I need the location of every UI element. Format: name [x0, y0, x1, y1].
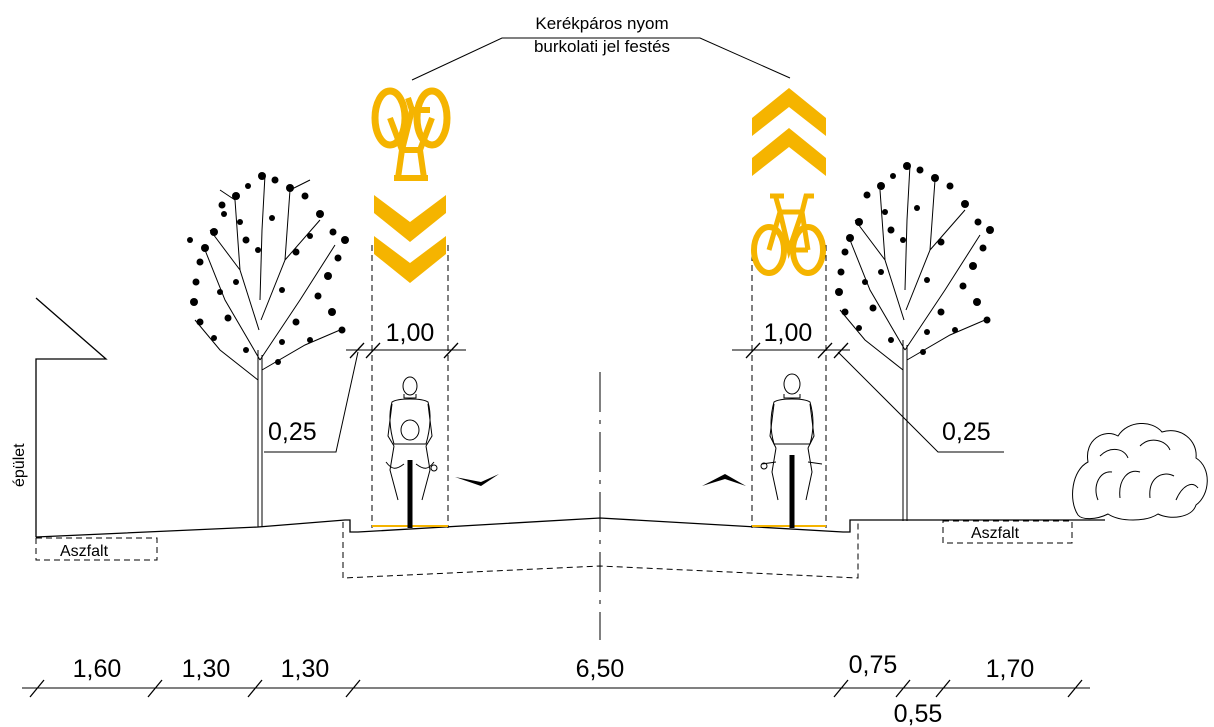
direction-arrow-down-icon [455, 474, 499, 486]
ground-profile: Aszfalt Aszfalt [35, 517, 1105, 579]
cyclist-right-icon [760, 373, 823, 528]
building-outline: épület [11, 297, 108, 537]
dimension-label-1-00-left: 1,00 [386, 319, 435, 347]
bush-icon [1072, 423, 1208, 521]
bike-lane-right [751, 88, 827, 528]
tree-right-icon [835, 162, 994, 521]
bicycle-marking-right-icon [751, 193, 826, 276]
bike-lane-left [371, 87, 451, 528]
direction-arrow-up-icon [702, 474, 746, 486]
asphalt-left-box [35, 537, 158, 561]
chevron-up-marking-2 [752, 128, 826, 176]
asphalt-left-label: Aszfalt [60, 543, 109, 560]
dimension-label-1-00-right: 1,00 [764, 319, 813, 347]
dimension-label-1-60: 1,60 [73, 655, 122, 683]
dimension-label-0-25-right: 0,25 [942, 418, 991, 446]
annotation-leader-line [411, 37, 791, 81]
dimension-label-6-50: 6,50 [576, 655, 625, 683]
cyclist-left-icon [385, 376, 438, 528]
dimension-marking-left: 1,00 0,25 [264, 319, 466, 453]
dimension-label-0-75: 0,75 [849, 651, 898, 679]
dimension-marking-right: 1,00 0,25 [732, 319, 1004, 453]
chevron-down-marking-2 [374, 236, 446, 283]
asphalt-right-label: Aszfalt [971, 525, 1020, 542]
dimension-label-1-30-b: 1,30 [281, 655, 330, 683]
building-label: épület [11, 443, 28, 487]
chevron-up-marking-1 [752, 88, 826, 136]
annotation-line-2: burkolati jel festés [534, 37, 670, 56]
dimension-label-1-70: 1,70 [986, 655, 1035, 683]
marking-annotation: Kerékpáros nyom burkolati jel festés [411, 14, 791, 81]
dimension-label-1-30-a: 1,30 [182, 655, 231, 683]
asphalt-right-box [942, 520, 1073, 544]
bicycle-marking-left-icon [371, 87, 451, 181]
tree-left-icon [187, 172, 349, 527]
dimension-label-0-55: 0,55 [894, 700, 943, 727]
dimension-label-0-25-left: 0,25 [268, 418, 317, 446]
annotation-line-1: Kerékpáros nyom [535, 14, 668, 33]
chevron-down-marking-1 [374, 195, 446, 242]
bottom-dimension-chain: 1,60 1,30 1,30 6,50 0,75 0,55 1,70 [22, 651, 1090, 727]
